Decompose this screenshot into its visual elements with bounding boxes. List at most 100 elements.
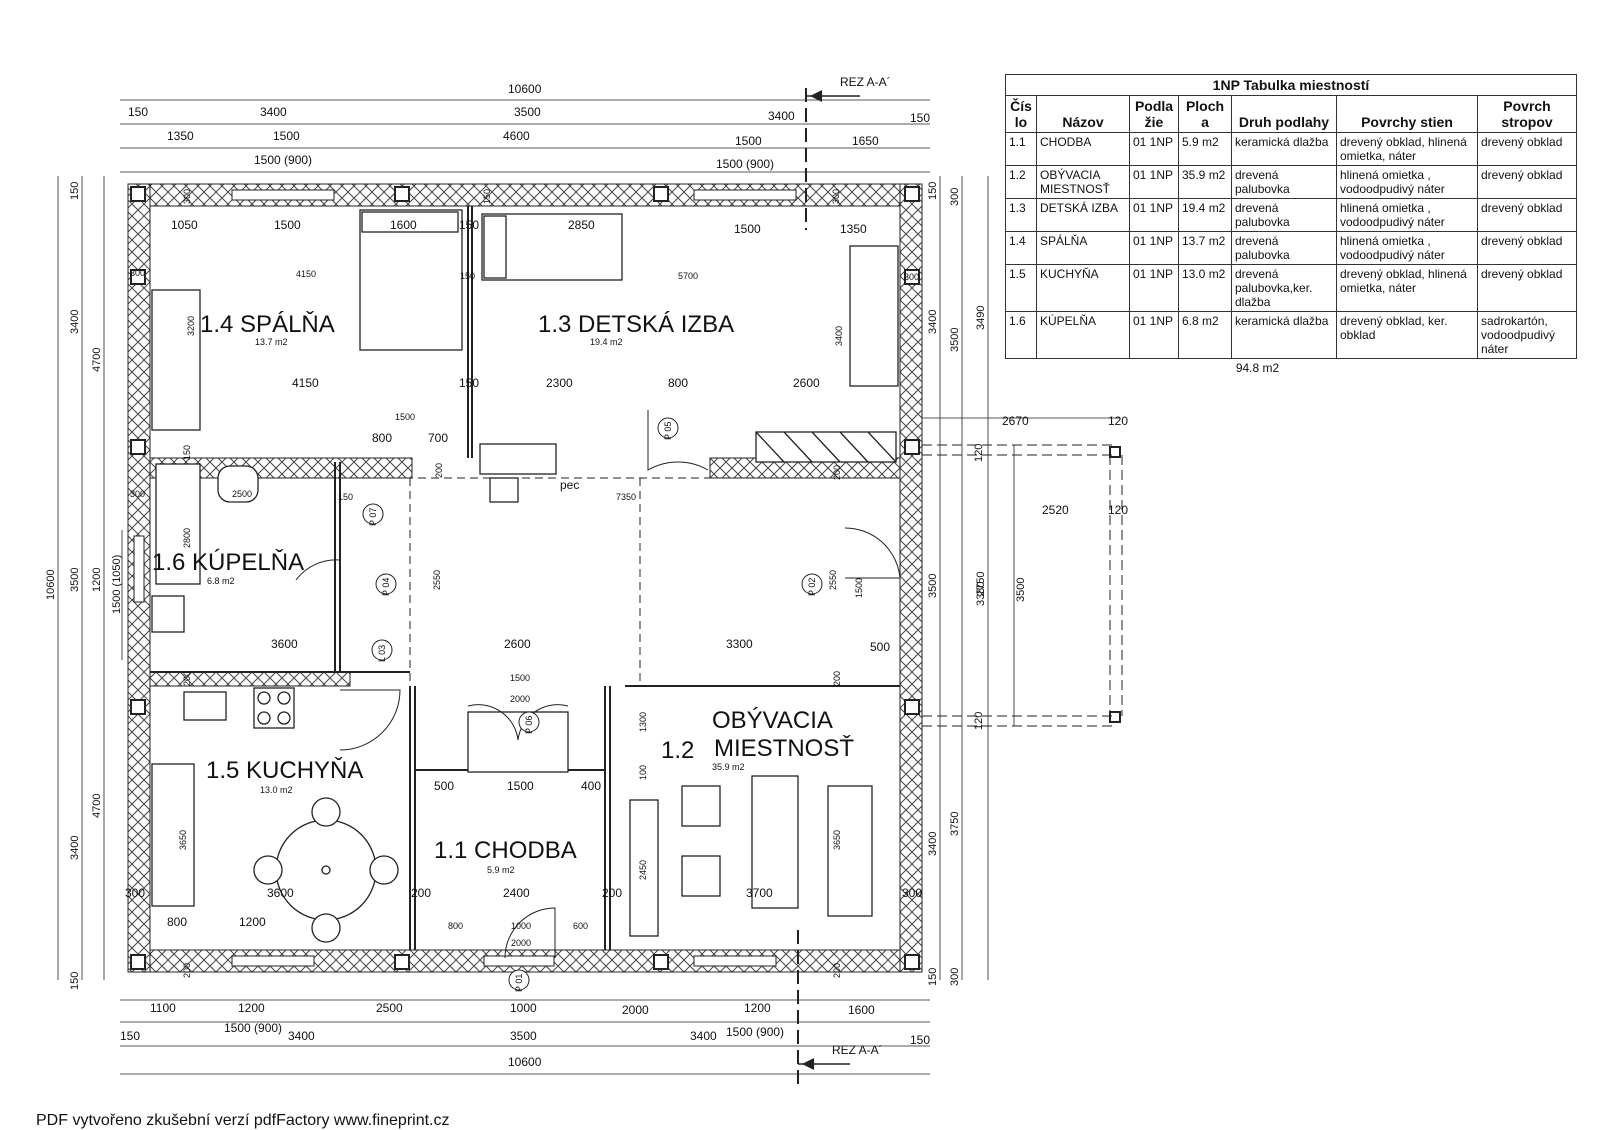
dim-inner: 300 — [130, 489, 145, 499]
dim-inner: 300 — [831, 189, 841, 204]
dim-top-r2: 1500 — [273, 129, 300, 143]
cell: 1.2 — [1005, 165, 1037, 199]
dim-right-c2: 3500 — [949, 328, 961, 352]
dim-inner: 200 — [411, 886, 431, 900]
dim-inner: 4150 — [292, 376, 319, 390]
cell: keramická dlažba — [1231, 132, 1337, 166]
dim-left-c1: 150 — [69, 182, 81, 200]
dim-inner: 300 — [130, 268, 145, 278]
cell: drevená palubovka — [1231, 231, 1337, 265]
cell: hlinená omietka , vodoodpudivý náter — [1336, 198, 1478, 232]
col-header: Druh podlahy — [1231, 95, 1337, 133]
dim-inner: 200 — [832, 671, 842, 686]
room-area-kuchyna: 13.0 m2 — [260, 785, 293, 795]
cell: drevený obklad — [1477, 264, 1577, 312]
dim-inner: 4150 — [296, 269, 316, 279]
dim-left-c2: 4700 — [91, 348, 103, 372]
col-header: Povrch stropov — [1477, 95, 1577, 133]
double-bed — [359, 209, 463, 351]
col-header: Podla žie — [1129, 95, 1179, 133]
dim-inner: 2500 — [232, 489, 252, 499]
cell: 1.6 — [1005, 311, 1037, 359]
cell: 1.3 — [1005, 198, 1037, 232]
dim-terrace: 3500 — [1015, 578, 1027, 602]
cell: 35.9 m2 — [1178, 165, 1232, 199]
dim-inner: 3650 — [178, 830, 188, 850]
cell: OBÝVACIA MIESTNOSŤ — [1036, 165, 1130, 199]
dim-top-r3: 1500 (900) — [716, 157, 774, 171]
dim-bottom-r3: 150 — [910, 1033, 930, 1047]
room-label-kuchyna: 1.5 KUCHYŇA — [206, 757, 363, 784]
dim-top-r1: 3500 — [514, 105, 541, 119]
dim-bottom-r3: 150 — [120, 1029, 140, 1043]
door-tag: P 01 — [514, 974, 524, 992]
dim-right-c3: 3490 — [975, 306, 987, 330]
toilet — [217, 465, 259, 503]
dim-left-c3: 1500 (1050) — [111, 555, 123, 614]
sink — [151, 595, 185, 633]
dim-top-r3: 1500 (900) — [254, 153, 312, 167]
dim-inner: 2550 — [828, 570, 838, 590]
dim-top-r2: 4600 — [503, 129, 530, 143]
cell: 6.8 m2 — [1178, 311, 1232, 359]
dim-right-c2: 2750 — [975, 572, 987, 596]
dim-left-c1: 3500 — [69, 568, 81, 592]
dim-inner: 500 — [434, 779, 454, 793]
room-label-obyvacia-line2: MIESTNOSŤ — [714, 735, 854, 762]
cell: 01 1NP — [1129, 264, 1179, 312]
dim-inner: 800 — [372, 431, 392, 445]
cell: hlinená omietka , vodoodpudivý náter — [1336, 231, 1478, 265]
terrace — [922, 444, 1123, 727]
cell: 13.0 m2 — [1178, 264, 1232, 312]
room-label-obyvacia: OBÝVACIA — [712, 707, 833, 734]
dim-right-c3: 3380 — [975, 582, 987, 606]
dim-left-c2: 4700 — [91, 794, 103, 818]
door-tag: P 02 — [807, 578, 817, 596]
dim-inner: 5700 — [678, 271, 698, 281]
dim-top-r1: 3400 — [768, 109, 795, 123]
dim-inner: 150 — [338, 492, 353, 502]
dim-inner: 1350 — [840, 222, 867, 236]
dim-inner: 2600 — [793, 376, 820, 390]
dim-inner: 1000 — [511, 921, 531, 931]
cell: 01 1NP — [1129, 132, 1179, 166]
dim-inner: 1500 — [395, 412, 415, 422]
cell: drevený obklad, ker. obklad — [1336, 311, 1478, 359]
table-row: 1.3 DETSKÁ IZBA 01 1NP 19.4 m2 drevená p… — [1005, 198, 1577, 232]
kitchen-sink — [183, 691, 227, 721]
dim-inner: 300 — [904, 272, 919, 282]
armchair-2 — [681, 855, 721, 897]
room-label-kupelna: 1.6 KÚPELŇA — [152, 549, 304, 576]
dim-inner: 200 — [434, 463, 444, 478]
table-row: 1.4 SPÁLŇA 01 1NP 13.7 m2 drevená palubo… — [1005, 231, 1577, 265]
dimension-lines — [57, 99, 1120, 1075]
dim-terrace: 120 — [1108, 414, 1128, 428]
dim-inner: 2800 — [182, 528, 192, 548]
table-title: 1NP Tabulka miestností — [1005, 74, 1577, 96]
sofa — [827, 785, 873, 917]
dim-inner: 1500 — [274, 218, 301, 232]
section-mark-top: REZ A-A´ — [840, 75, 891, 89]
table-total: 94.8 m2 — [1235, 361, 1280, 375]
dim-inner: 1500 — [854, 578, 864, 598]
hall-wardrobe — [467, 711, 569, 773]
cell: 01 1NP — [1129, 165, 1179, 199]
doors — [295, 410, 901, 959]
interior-dimensions: 1050 1500 1600 150 2850 1500 1350 4150 1… — [125, 189, 922, 978]
cell: 01 1NP — [1129, 311, 1179, 359]
cell: KÚPELŇA — [1036, 311, 1130, 359]
wardrobe-bedroom — [151, 289, 201, 431]
dim-inner: 150 — [182, 445, 192, 460]
table-row: 1.5 KUCHYŇA 01 1NP 13.0 m2 drevená palub… — [1005, 264, 1577, 312]
cell: drevený obklad — [1477, 198, 1577, 232]
dim-bottom-r1: 1600 — [848, 1003, 875, 1017]
dim-inner: 2300 — [546, 376, 573, 390]
door-tags — [362, 417, 823, 991]
dim-top-overall: 10600 — [508, 82, 542, 96]
dim-top-r1: 3400 — [260, 105, 287, 119]
dim-inner: 3200 — [186, 316, 196, 336]
dim-right-c1: 150 — [927, 968, 939, 986]
room-table: 1NP Tabulka miestností Čís lo Názov Podl… — [1005, 74, 1577, 377]
col-header: Povrchy stien — [1336, 95, 1478, 133]
